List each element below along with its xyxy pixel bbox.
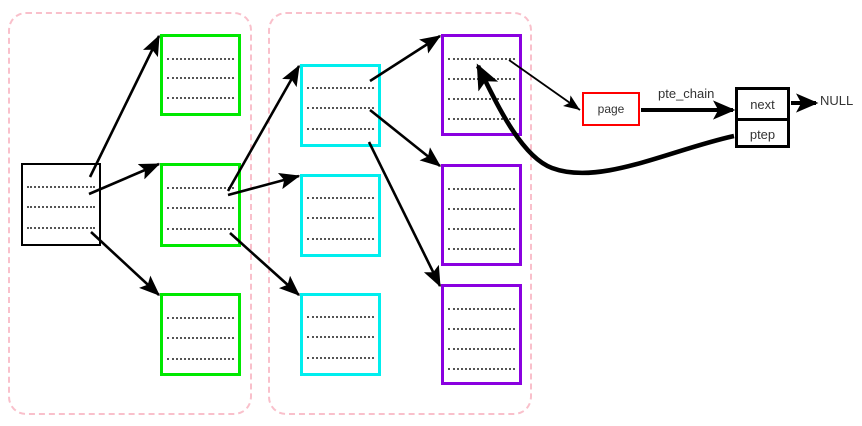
page-frame-2-rowline — [448, 228, 515, 230]
page-table-group — [268, 12, 532, 415]
chain-node-next-label: next — [750, 97, 775, 112]
page-frame-1-rowline — [448, 98, 515, 100]
pte-table-3-rowline — [307, 357, 374, 359]
chain-node-ptep-label: ptep — [749, 126, 776, 142]
page-box[interactable]: page — [582, 92, 640, 126]
page-frame-3-rowline — [448, 308, 515, 310]
pmd-table-1-rowline — [167, 77, 234, 79]
chain-node-next-cell[interactable]: next — [738, 90, 787, 119]
pmd-table-2-rowline — [167, 207, 234, 209]
pte-table-2-rowline — [307, 197, 374, 199]
page-frame-1-rowline — [448, 58, 515, 60]
pte-table-3-rowline — [307, 316, 374, 318]
pmd-table-1-rowline — [167, 58, 234, 60]
pmd-table-3-rowline — [167, 337, 234, 339]
pte-table-1[interactable] — [300, 64, 381, 147]
pmd-table-2-rowline — [167, 228, 234, 230]
pmd-table-1-rowline — [167, 97, 234, 99]
pmd-table-1[interactable] — [160, 34, 241, 116]
pte-table-2-rowline — [307, 217, 374, 219]
page-frame-1[interactable] — [441, 34, 522, 136]
pmd-table-2[interactable] — [160, 163, 241, 247]
page-frame-3-rowline — [448, 348, 515, 350]
pte-table-1-rowline — [307, 128, 374, 130]
pte-chain-label: pte_chain — [658, 86, 715, 101]
pte-table-2-rowline — [307, 238, 374, 240]
pmd-table-3-rowline — [167, 358, 234, 360]
page-frame-2[interactable] — [441, 164, 522, 266]
pmd-table-3-rowline — [167, 317, 234, 319]
pte-table-2[interactable] — [300, 174, 381, 257]
chain-node-divider — [738, 118, 787, 121]
page-frame-2-rowline — [448, 248, 515, 250]
null-label: NULL — [820, 93, 854, 108]
pmd-table-3[interactable] — [160, 293, 241, 376]
pte-table-3[interactable] — [300, 293, 381, 376]
pte-table-1-rowline — [307, 87, 374, 89]
page-frame-3-rowline — [448, 328, 515, 330]
pte-chain-node[interactable]: next ptep — [735, 87, 790, 148]
page-frame-3-rowline — [448, 368, 515, 370]
pmd-table-2-rowline — [167, 187, 234, 189]
pgd-table-rowline — [27, 227, 95, 229]
chain-node-ptep-cell[interactable]: ptep — [738, 120, 787, 148]
page-frame-2-rowline — [448, 208, 515, 210]
page-frame-1-rowline — [448, 78, 515, 80]
page-directory-group — [8, 12, 252, 415]
pte-table-1-rowline — [307, 107, 374, 109]
pte-table-3-rowline — [307, 336, 374, 338]
page-box-label: page — [597, 102, 625, 116]
pgd-table-rowline — [27, 186, 95, 188]
page-frame-3[interactable] — [441, 284, 522, 385]
page-frame-2-rowline — [448, 188, 515, 190]
pgd-table[interactable] — [21, 163, 101, 246]
page-frame-1-rowline — [448, 118, 515, 120]
pgd-table-rowline — [27, 206, 95, 208]
